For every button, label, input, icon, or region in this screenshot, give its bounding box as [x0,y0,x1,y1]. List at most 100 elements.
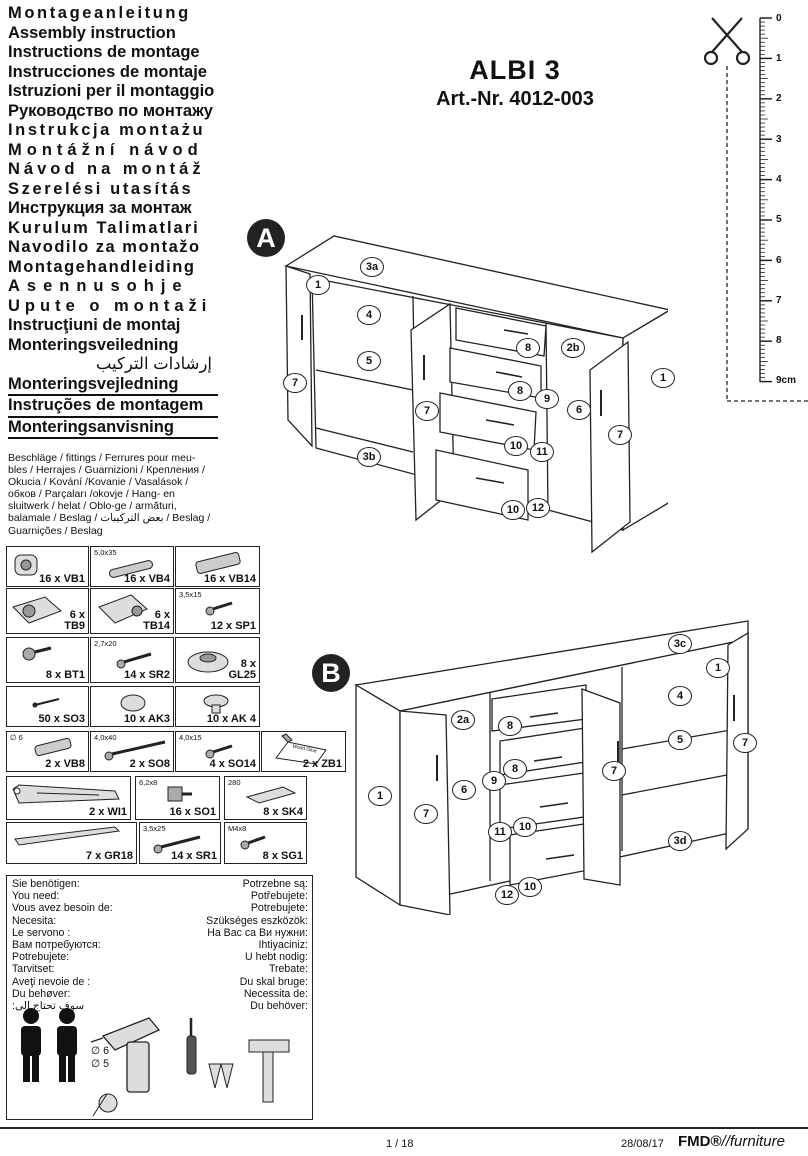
need-text: Aveţi nevoie de : [12,975,91,988]
fittings-text-line: Okucia / Kování /Kovanie / Vasalások / [8,476,189,489]
part-label: 10 [504,436,528,456]
fittings-text-line: Beschläge / fittings / Ferrures pour meu… [8,452,196,464]
title-line: Monteringsanvisning [8,418,218,439]
ruler-mark: 5 [776,214,782,225]
fitting-gr18: 7 x GR18 [6,822,137,864]
dowel-icon [109,560,153,578]
title-line: Navodilo za montažo [8,238,201,256]
cabinet-drawing-a [284,235,672,554]
title-line: Montagehandleiding [8,257,196,276]
need-text: На Вас са Ви нужни: [207,926,308,939]
screw-icon [205,744,233,759]
fitting-sr2: 2,7x20 14 x SR2 [90,637,174,683]
step-a-badge: A [247,219,285,257]
title-line: Szerelési utasítás [8,179,194,198]
part-label: 3c [668,634,692,654]
cover-cap-icon [120,694,146,712]
part-label: 8 [498,716,522,736]
page-number: 1 / 18 [386,1138,414,1150]
fitting-vb8: ∅ 6 2 x VB8 [6,731,89,772]
part-label: 8 [508,381,532,401]
fittings-text-line: bles / Herrajes / Guarnizioni / Креплени… [8,464,205,477]
title-line: Montážní návod [8,140,203,159]
fitting-sr1: 3,5x25 14 x SR1 [139,822,221,864]
fitting-sk4: 280 8 x SK4 [224,776,307,820]
need-text: Tarvitset: [12,963,55,976]
fitting-vb14: 16 x VB14 [175,546,260,587]
fitting-sg1: M4x8 8 x SG1 [224,822,307,864]
title-list: Montageanleitung Assembly instruction In… [8,4,218,439]
title-line: Asennusohje [8,277,189,295]
screwdriver-tips-icon [208,1063,234,1089]
document-date: 28/08/17 [621,1138,664,1150]
footer-divider [0,1127,808,1129]
need-text: Sie benötigen: [12,878,80,890]
ruler-mark: 7 [776,295,782,306]
need-left-column: Sie benötigen: You need: Vous avez besoi… [12,878,113,1012]
need-text: Du behøver: [12,987,71,1000]
part-label: 12 [495,885,519,905]
need-text: Ihtiyaciniz: [258,939,308,952]
part-label: 3d [668,831,692,851]
fitting-so8: 4,0x40 2 x SO8 [90,731,174,772]
need-text: Trebate: [268,963,308,976]
need-text: Le servono : [12,926,71,939]
title-line: Instrucciones de montaje [8,62,207,81]
need-text: Szükséges eszközök: [206,914,308,927]
fitting-so3: 50 x SO3 [6,686,89,727]
part-label: 11 [530,442,554,462]
glide-icon [187,651,229,673]
fitting-tb9: 6 x TB9 [6,588,89,634]
part-label: 9 [482,771,506,791]
brand-name: FMD® [678,1133,722,1150]
diagram-a: 3a 1 4 5 7 3b 8 2b 8 9 6 7 1 7 10 11 10 … [278,230,675,565]
title-line: Инструкция за монтаж [8,199,192,217]
cam-lock-icon [14,554,38,576]
part-label: 2b [561,338,585,358]
screw-icon [153,835,201,854]
need-text: Vous avez besoin de: [12,902,113,915]
part-label: 7 [415,401,439,421]
required-tools-box: Sie benötigen: You need: Vous avez besoi… [6,875,313,1120]
part-label: 1 [651,368,675,388]
need-text: Necesita: [12,914,57,927]
screwdriver-icon [186,1018,197,1075]
part-label: 5 [668,730,692,750]
ruler-mark: 1 [776,53,782,64]
drill-size: ∅ 5 [91,1058,110,1070]
tape-measure-icon [92,1093,118,1117]
article-number: Art.-Nr. 4012-003 [436,88,594,110]
fitting-sp1: 3,5x15 12 x SP1 [175,588,260,634]
part-label: 7 [283,373,307,393]
need-text: Potrebujete: [250,902,308,915]
part-label: 1 [706,658,730,678]
fitting-vb1: 16 x VB1 [6,546,89,587]
part-label: 7 [733,733,757,753]
fitting-ak4: 10 x AK 4 [175,686,260,727]
fitting-so14: 4,0x15 4 x SO14 [175,731,260,772]
need-text: You need: [12,890,60,903]
cabinet-drawing-b [354,620,749,916]
title-line: Assembly instruction [8,23,176,42]
part-label: 6 [452,780,476,800]
title-line: Návod na montáž [8,160,205,178]
ruler-mark: 3 [776,134,782,145]
title-line: Monteringsveiledning [8,335,179,354]
angle-bracket-icon [12,784,120,804]
fitting-ak3: 10 x AK3 [90,686,174,727]
ruler-mark: 0 [776,13,782,24]
title-line: Instrukcja montażu [8,121,206,139]
part-label: 3a [360,257,384,277]
part-label: 12 [526,498,550,518]
fitting-wi1: 2 x WI1 [6,776,131,820]
glue-bottle-icon [275,733,327,765]
brand-logo: FMD®//furniture [678,1133,785,1150]
title-line: Istruzioni per il montaggio [8,82,215,100]
scissors-icon [703,17,751,66]
part-label: 3b [357,447,381,467]
part-label: 11 [488,822,512,842]
step-b-badge: B [312,654,350,692]
tools-illustration [21,1008,290,1117]
title-line: Montageanleitung [8,4,191,22]
part-label: 5 [357,351,381,371]
